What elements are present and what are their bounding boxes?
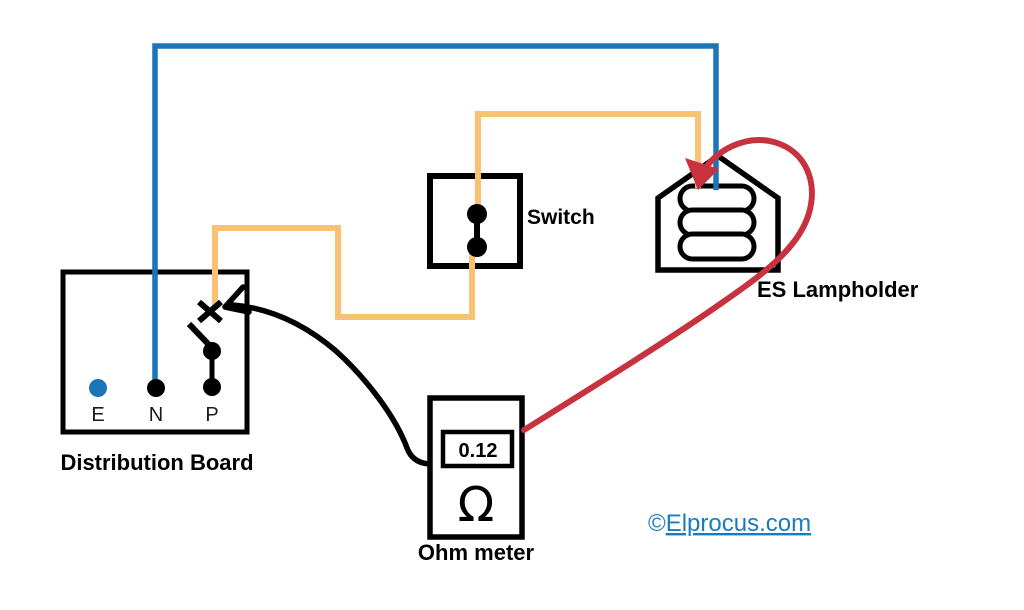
main-switch-symbol (186, 299, 223, 387)
switch-top-contact-dot (467, 204, 487, 224)
earth-terminal-dot (89, 379, 107, 397)
phase-terminal-dot (203, 378, 221, 396)
black-arrowhead-icon (222, 284, 252, 315)
phase-wire-orange-switch-to-lampholder (475, 111, 701, 214)
test-lead-red (521, 137, 815, 433)
lampholder-label: ES Lampholder (757, 277, 919, 302)
ohm-meter-reading: 0.12 (459, 440, 498, 462)
ohm-meter-label: Ohm meter (418, 540, 535, 565)
ohm-meter-display (440, 429, 515, 469)
neutral-terminal-label: N (149, 404, 163, 426)
neutral-wire-blue (152, 43, 719, 383)
disconnect-x-mark-2 (197, 299, 223, 324)
switch-contacts (467, 204, 487, 257)
neutral-terminal-dot (147, 379, 165, 397)
distribution-board-label: Distribution Board (60, 450, 253, 475)
copyright-icon: © (648, 510, 666, 537)
ohm-symbol: Ω (458, 477, 495, 533)
switch-bottom-contact-dot (467, 237, 487, 257)
ohm-meter-component: 0.12 Ω (427, 395, 525, 540)
phase-wire-orange-board-to-switch (212, 225, 475, 320)
switch-label: Switch (527, 206, 595, 229)
phase-terminal-label: P (205, 404, 218, 426)
test-lead-black (230, 302, 432, 467)
watermark-text[interactable]: Elprocus.com (666, 510, 811, 537)
lamp-coil-middle (677, 207, 757, 238)
switch-contact-dot (203, 342, 221, 360)
red-arrowhead-icon (685, 158, 719, 190)
lamp-coil-bottom (677, 231, 757, 262)
watermark-link[interactable]: ©Elprocus.com (648, 510, 811, 537)
earth-terminal-label: E (91, 404, 104, 426)
